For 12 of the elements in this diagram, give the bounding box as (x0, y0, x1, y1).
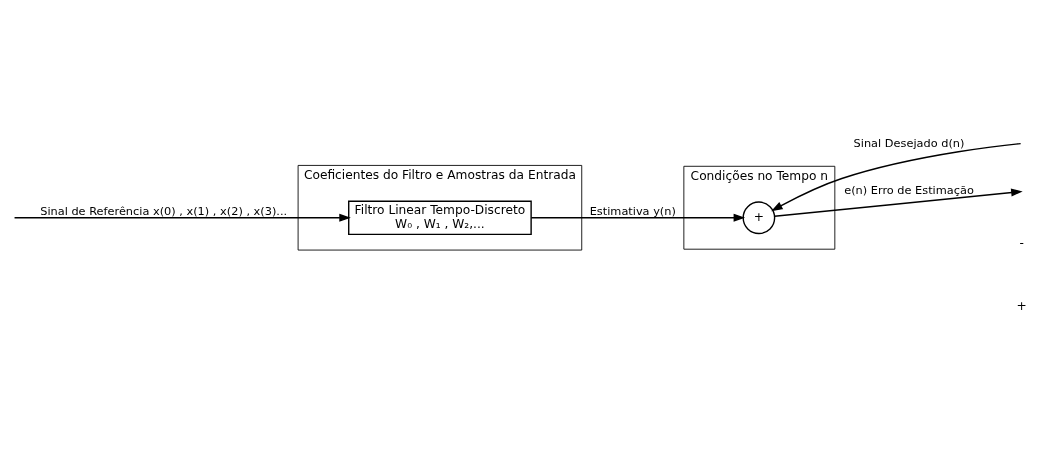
arrow (530, 213, 746, 222)
arrow (773, 188, 1023, 217)
edge-label: Estimativa y(n) (589, 203, 676, 218)
edge-label: e(n) Erro de Estimação (844, 182, 974, 197)
label: - (1019, 236, 1024, 251)
edge-label: Sinal de Referência x(0) , x(1) , x(2) , x(3)... (40, 203, 288, 218)
arrow (13, 213, 351, 222)
label: + (1016, 299, 1027, 314)
edge-label: Sinal Desejado d(n) (853, 135, 965, 150)
node-box: Filtro Linear Tempo-Discreto W₀ , W₁ , W₂,... (348, 200, 532, 236)
node-circle: + (742, 201, 776, 235)
arrow (771, 142, 1022, 212)
